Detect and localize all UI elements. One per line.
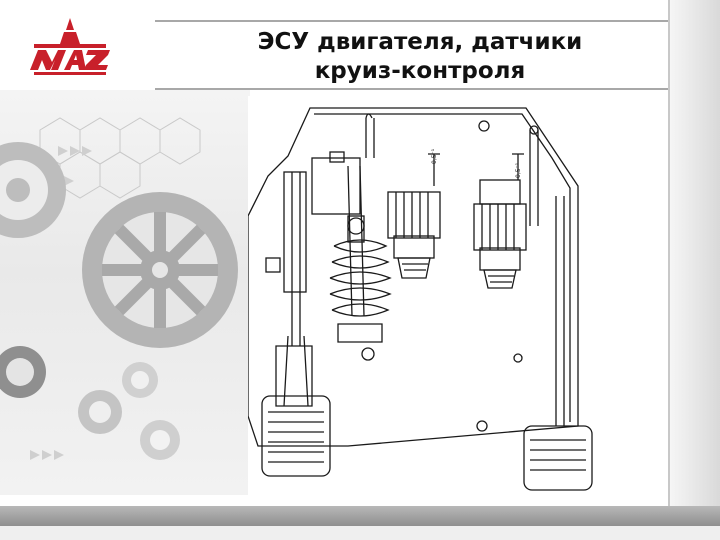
- page-title: ЭСУ двигателя, датчики круиз-контроля: [220, 28, 620, 86]
- title-rule-bottom: [155, 88, 668, 90]
- bottom-bar: [0, 506, 720, 526]
- gears-illustration: [0, 117, 238, 460]
- dimension-label-right: 0,5⁻¹: [515, 162, 522, 178]
- maz-logo-icon: [30, 18, 110, 75]
- pedal-diagram-drawing: 0,5⁻¹ 0,5⁻¹: [248, 107, 593, 491]
- pedal-assembly-diagram: 0,5⁻¹ 0,5⁻¹: [248, 96, 606, 500]
- right-decor-line: [668, 0, 670, 540]
- bottom-strip: [0, 526, 720, 540]
- title-rule-top: [155, 20, 668, 22]
- title-line-1: ЭСУ двигателя, датчики: [257, 29, 583, 55]
- dimension-label-left: 0,5⁻¹: [431, 148, 438, 164]
- right-decor-panel: [668, 0, 720, 540]
- title-line-2: круиз-контроля: [314, 58, 526, 84]
